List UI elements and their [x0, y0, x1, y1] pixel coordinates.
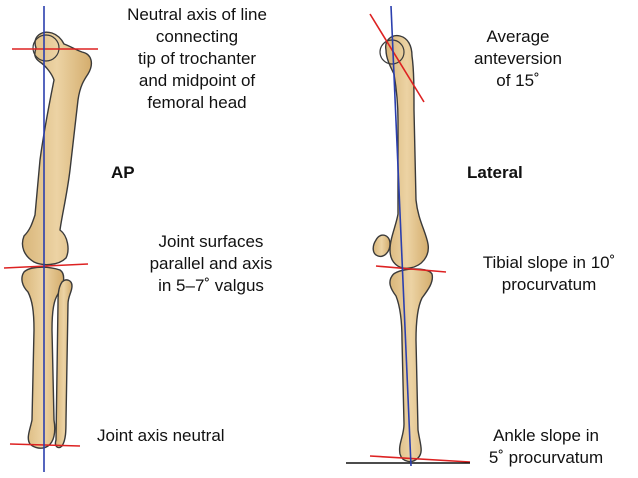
- ap-femur: [21, 31, 93, 266]
- ap-fibula: [54, 279, 73, 449]
- ap-leg: [3, 6, 98, 472]
- lateral-tibial-slope-line: [375, 265, 447, 273]
- ankle-slope-label: Ankle slope in 5˚ procurvatum: [488, 426, 604, 467]
- anteversion-label: Average anteversion of 15˚: [474, 27, 562, 90]
- lateral-view-title: Lateral: [467, 163, 523, 182]
- ap-tibia: [21, 266, 65, 449]
- ap-knee-line: [3, 263, 89, 269]
- lateral-ankle-slope-line: [369, 455, 471, 463]
- ap-ankle-line: [9, 443, 81, 447]
- tibial-slope-label: Tibial slope in 10˚ procurvatum: [482, 253, 616, 294]
- ankle-joint-label: Joint axis neutral: [97, 426, 225, 445]
- ap-view-title: AP: [111, 163, 135, 182]
- femoral-axis-label: Neutral axis of line connecting tip of t…: [127, 5, 267, 112]
- lateral-tibia: [389, 268, 434, 463]
- ap-femoral-head-circle: [32, 34, 60, 62]
- lateral-leg: [346, 5, 471, 467]
- lateral-anteversion-line: [369, 13, 425, 103]
- lateral-mechanical-axis: [390, 5, 412, 467]
- lateral-patella: [372, 234, 391, 258]
- lateral-femur: [385, 34, 429, 269]
- knee-joint-label: Joint surfaces parallel and axis in 5–7˚…: [149, 232, 273, 295]
